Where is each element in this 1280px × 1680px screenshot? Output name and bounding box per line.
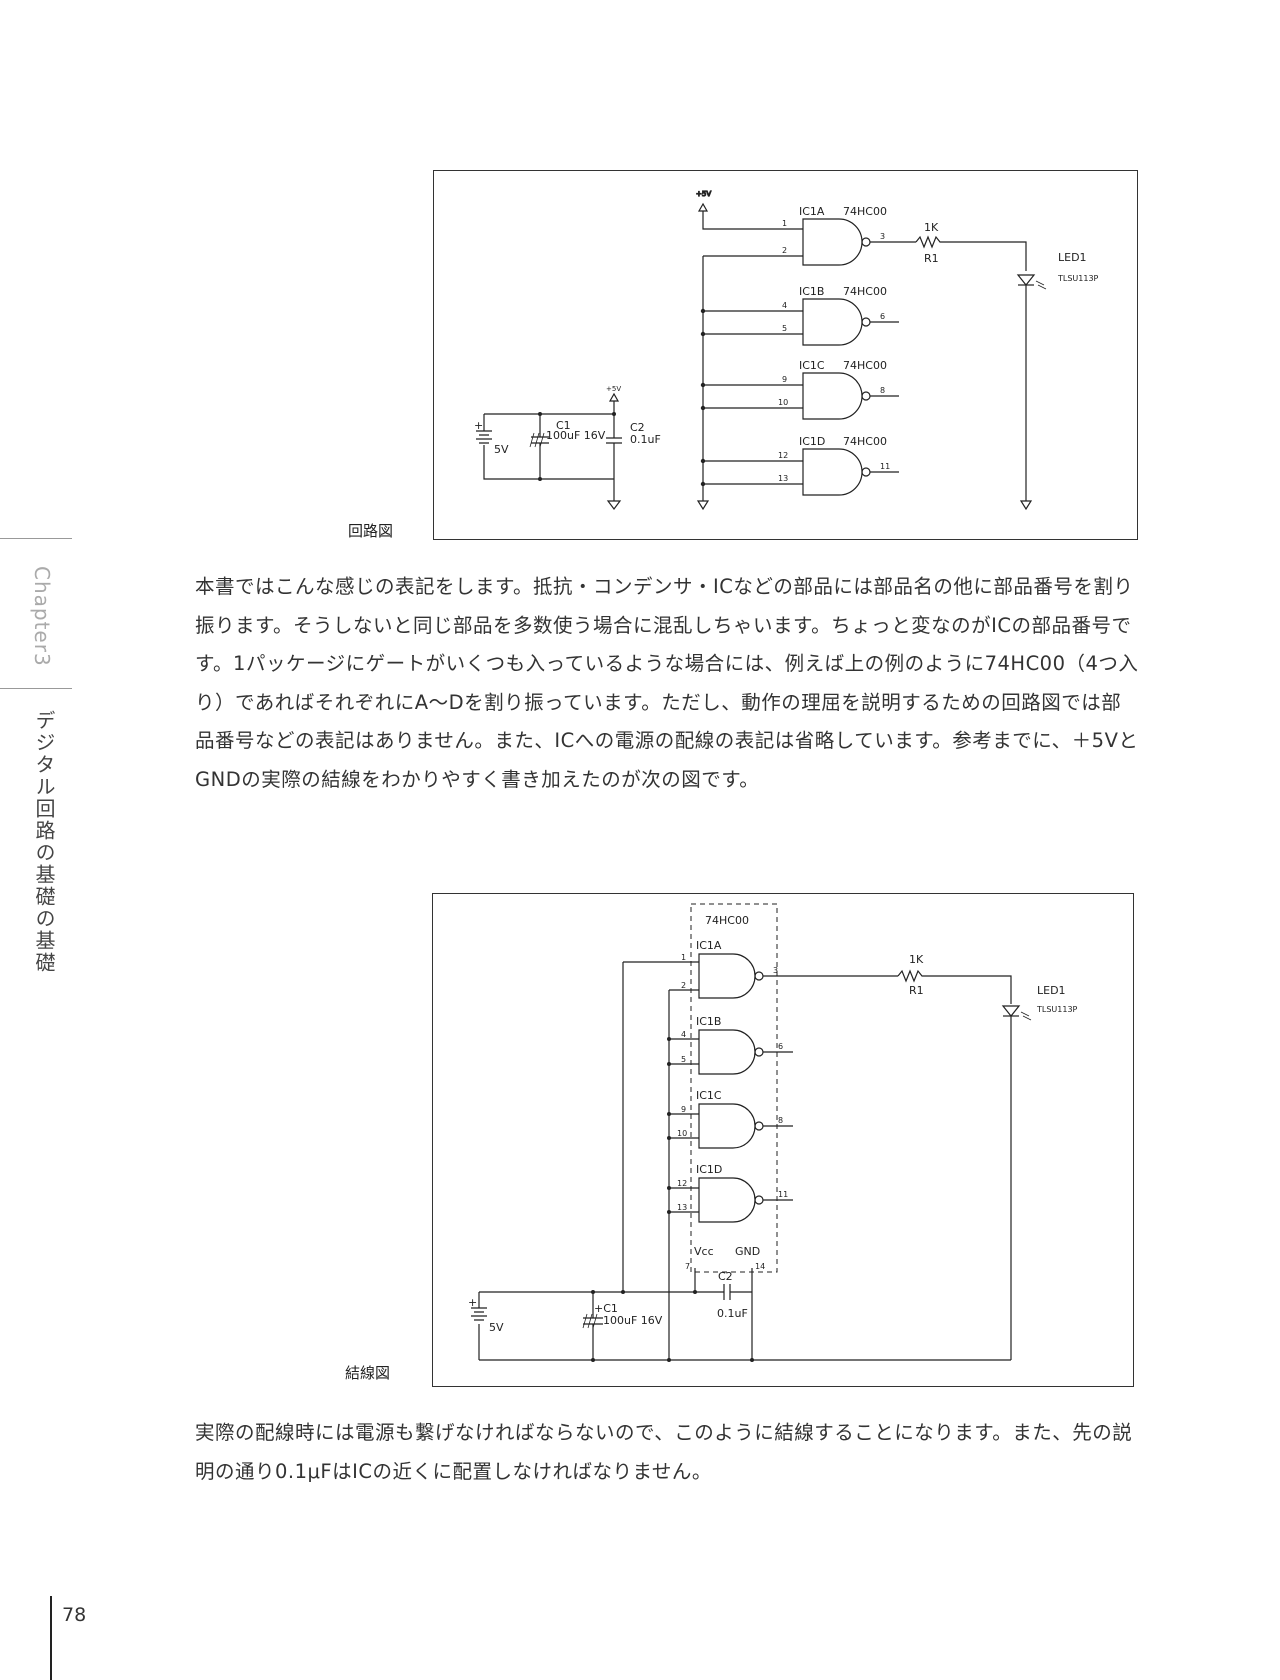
svg-text:10: 10: [778, 398, 788, 407]
svg-text:4: 4: [681, 1030, 686, 1039]
nand-gate-ic1a: [802, 218, 916, 266]
schematic-figure: +5V: [433, 170, 1138, 540]
svg-text:13: 13: [778, 474, 788, 483]
svg-text:1: 1: [681, 953, 686, 962]
schematic-diagram: +5V: [474, 189, 1099, 511]
package-label: 74HC00: [705, 914, 749, 927]
battery-label: 5V: [494, 443, 509, 456]
figure-caption: 結線図: [345, 1364, 391, 1382]
svg-text:6: 6: [880, 312, 885, 321]
gate-part: 74HC00: [843, 205, 887, 218]
nand-gate-ic1c: [802, 372, 899, 420]
gate-name: IC1C: [696, 1089, 722, 1102]
svg-text:3: 3: [773, 966, 778, 975]
svg-text:6: 6: [778, 1042, 783, 1051]
figure-caption: 回路図: [348, 522, 394, 540]
svg-text:11: 11: [880, 462, 890, 471]
supply-label-cap: +5V: [606, 385, 621, 393]
gate-name: IC1A: [799, 205, 825, 218]
gate-name: IC1D: [696, 1163, 722, 1176]
r1-value: 1K: [924, 221, 939, 234]
c1-value: 100uF 16V: [603, 1314, 663, 1327]
svg-text:7: 7: [685, 1262, 690, 1271]
led-symbol: [1001, 1005, 1032, 1021]
chapter-label: Chapter3: [30, 566, 54, 667]
svg-text:8: 8: [778, 1116, 783, 1125]
resistor-r1: [897, 969, 1012, 1004]
svg-text:5: 5: [782, 324, 787, 333]
wiring-figure: 74HC00 IC1A 1 2 3 IC1B 4 5 6 IC1C 9 10 8…: [432, 893, 1134, 1387]
svg-text:2: 2: [681, 981, 686, 990]
gate-name: IC1D: [799, 435, 825, 448]
page-number: 78: [62, 1604, 87, 1626]
svg-text:11: 11: [778, 1190, 788, 1199]
svg-text:1: 1: [782, 219, 787, 228]
svg-text:9: 9: [782, 375, 787, 384]
svg-text:8: 8: [880, 386, 885, 395]
led-part: TLSU113P: [1036, 1005, 1078, 1014]
nand-gate-ic1b: [698, 1029, 793, 1075]
gate-part: 74HC00: [843, 359, 887, 372]
wiring-diagram: 74HC00 IC1A 1 2 3 IC1B 4 5 6 IC1C 9 10 8…: [468, 903, 1078, 1362]
r1-label: R1: [909, 984, 924, 997]
c1-value: 100uF 16V: [546, 429, 606, 442]
nand-gate-ic1d: [802, 448, 899, 496]
gate-name: IC1C: [799, 359, 825, 372]
c1-label: +C1: [594, 1302, 618, 1315]
svg-text:14: 14: [755, 1262, 765, 1271]
nand-gate-ic1a: [698, 953, 898, 999]
sidebar-divider: [0, 688, 72, 689]
led-symbol: [1016, 274, 1047, 290]
body-paragraph: 実際の配線時には電源も繋げなければならないので、このように結線することになります…: [195, 1421, 1133, 1483]
nand-gate-ic1b: [802, 298, 899, 346]
svg-text:9: 9: [681, 1105, 686, 1114]
gate-name: IC1A: [696, 939, 722, 952]
c1-label: C1: [556, 419, 571, 432]
sidebar-divider: [0, 538, 72, 539]
ic-package-outline: [690, 903, 778, 1273]
r1-label: R1: [924, 252, 939, 265]
svg-text:12: 12: [677, 1179, 687, 1188]
svg-text:13: 13: [677, 1203, 687, 1212]
chapter-title: デジタル回路の基礎の基礎: [32, 710, 56, 974]
svg-text:4: 4: [782, 301, 787, 310]
battery-plus: +: [474, 419, 483, 432]
led-label: LED1: [1037, 984, 1066, 997]
body-paragraph: 本書ではこんな感じの表記をします。抵抗・コンデンサ・ICなどの部品には部品名の他…: [195, 575, 1139, 791]
svg-text:5: 5: [681, 1055, 686, 1064]
gate-name: IC1B: [696, 1015, 721, 1028]
c2-value: 0.1uF: [630, 433, 661, 446]
resistor-r1: [915, 235, 1027, 271]
led-label: LED1: [1058, 251, 1087, 264]
gate-part: 74HC00: [843, 435, 887, 448]
svg-text:10: 10: [677, 1129, 687, 1138]
c2-value: 0.1uF: [717, 1307, 748, 1320]
nand-gate-ic1c: [698, 1103, 793, 1149]
svg-text:2: 2: [782, 246, 787, 255]
svg-text:12: 12: [778, 451, 788, 460]
c2-label: C2: [630, 421, 645, 434]
battery-plus: +: [468, 1296, 477, 1309]
gnd-label: GND: [735, 1245, 760, 1258]
supply-label-top: +5V: [696, 190, 711, 198]
r1-value: 1K: [909, 953, 924, 966]
gate-part: 74HC00: [843, 285, 887, 298]
gate-name: IC1B: [799, 285, 824, 298]
led-part: TLSU113P: [1057, 274, 1099, 283]
svg-text:3: 3: [880, 232, 885, 241]
page-number-rule: [50, 1596, 52, 1680]
battery-label: 5V: [489, 1321, 504, 1334]
vcc-label: Vcc: [694, 1245, 714, 1258]
c2-label: C2: [718, 1270, 733, 1283]
nand-gate-ic1d: [698, 1177, 793, 1223]
